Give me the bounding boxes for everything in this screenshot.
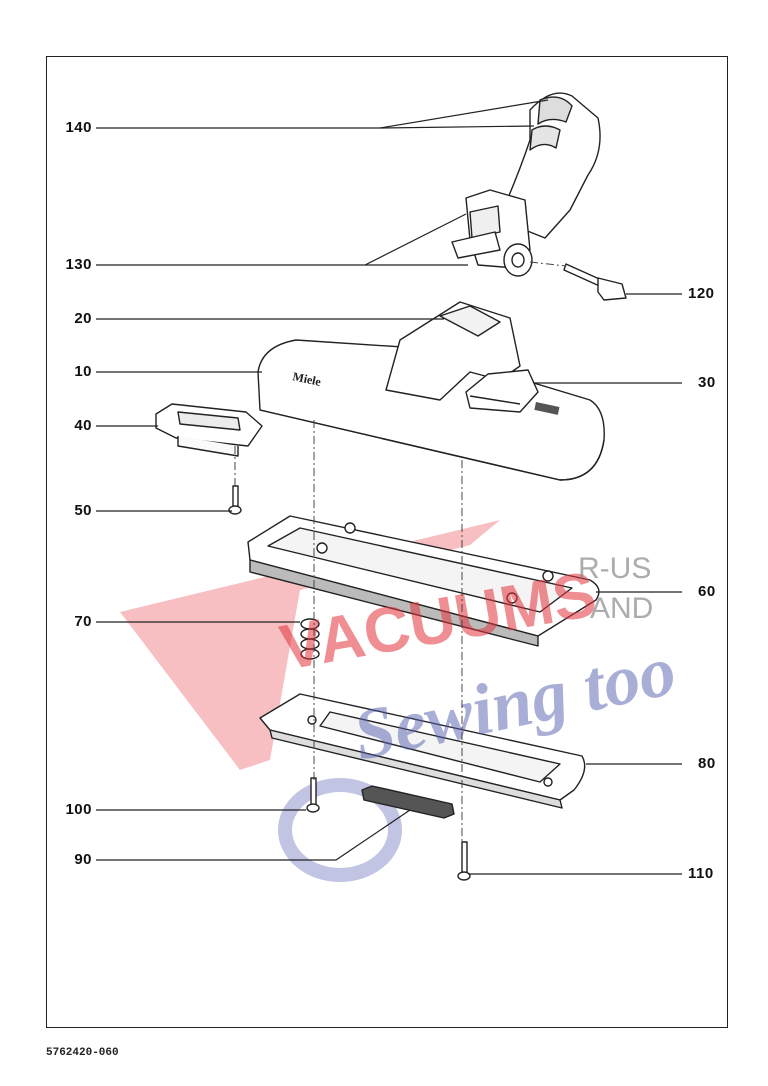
- part-50-screw: [228, 485, 242, 515]
- alignment-lines: [234, 261, 567, 842]
- callout-120: 120: [688, 285, 715, 302]
- watermark-r-us: R-US: [578, 552, 651, 585]
- part-10-housing: Miele: [257, 339, 605, 481]
- part-140-neck-cover: [504, 92, 601, 239]
- part-110-screw: [457, 841, 471, 881]
- watermark-and: AND: [590, 592, 653, 625]
- callout-20: 20: [74, 310, 92, 327]
- callout-60: 60: [698, 583, 716, 600]
- part-30-clip: [465, 369, 539, 413]
- part-70-spring: [300, 618, 320, 660]
- part-40-latch: [155, 403, 263, 457]
- miele-logo-text: Miele: [291, 369, 323, 389]
- part-90-guide-strip: [361, 785, 455, 819]
- watermark-graphic: [120, 520, 500, 882]
- callout-50: 50: [74, 502, 92, 519]
- callout-40: 40: [74, 417, 92, 434]
- callout-110: 110: [688, 865, 714, 882]
- part-60-sole-plate: [247, 515, 600, 647]
- callout-80: 80: [698, 755, 716, 772]
- callout-130: 130: [65, 256, 92, 273]
- callout-90: 90: [74, 851, 92, 868]
- callout-30: 30: [698, 374, 716, 391]
- leader-lines: [96, 99, 682, 875]
- callout-70: 70: [74, 613, 92, 630]
- callout-140: 140: [65, 119, 92, 136]
- callout-10: 10: [74, 363, 92, 380]
- diagram-frame: [46, 56, 728, 1028]
- part-80-base-plate: [259, 693, 586, 809]
- part-120-axle-pin: [563, 263, 627, 301]
- callout-100: 100: [65, 801, 92, 818]
- part-100-screw: [306, 777, 320, 813]
- part-130-swivel-joint: [451, 189, 533, 277]
- document-number: 5762420-060: [46, 1047, 119, 1059]
